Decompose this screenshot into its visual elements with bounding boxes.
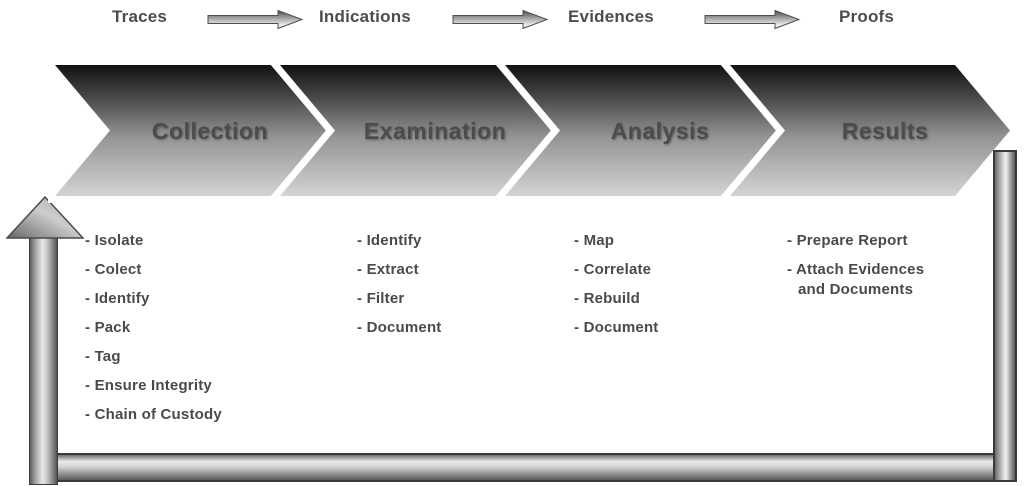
list-item: - Pack	[85, 319, 131, 336]
stage-label-collection: Collection	[151, 118, 269, 144]
task-list-collection: - Isolate - Colect - Identify - Pack - T…	[85, 231, 285, 434]
flow-label-traces: Traces	[112, 7, 168, 26]
list-item: - Filter	[357, 290, 405, 307]
list-item: - Prepare Report	[787, 232, 908, 249]
list-item: - Colect	[85, 261, 142, 278]
list-item: - Document	[574, 319, 659, 336]
stage-label-analysis: Analysis	[610, 118, 710, 144]
flow-label-evidences: Evidences	[568, 7, 654, 26]
list-item: - Identify	[85, 290, 150, 307]
chevron-results	[714, 58, 1020, 203]
feedback-pipe-bottom	[55, 453, 1016, 482]
task-list-analysis: - Map - Correlate - Rebuild - Document	[574, 231, 754, 347]
task-list-results: - Prepare Report - Attach Evidences and …	[787, 231, 943, 309]
list-item: - Chain of Custody	[85, 406, 222, 423]
list-item: - Ensure Integrity	[85, 377, 212, 394]
list-item: - Isolate	[85, 232, 144, 249]
flow-arrow-icon	[452, 9, 549, 30]
feedback-pipe-right	[993, 150, 1017, 482]
list-item: - Identify	[357, 232, 422, 249]
flow-arrow-icon	[704, 9, 801, 30]
feedback-arrow-shaft	[29, 237, 58, 485]
list-item: - Attach Evidences and Documents	[787, 261, 925, 298]
stage-label-examination: Examination	[363, 118, 507, 144]
list-item: - Tag	[85, 348, 121, 365]
list-item: - Extract	[357, 261, 419, 278]
process-chevron-band	[48, 58, 1020, 203]
list-item: - Document	[357, 319, 442, 336]
list-item: - Rebuild	[574, 290, 640, 307]
flow-label-proofs: Proofs	[839, 7, 895, 26]
flow-arrow-icon	[207, 9, 304, 30]
list-item: - Correlate	[574, 261, 652, 278]
list-item: - Map	[574, 232, 615, 249]
stage-label-results: Results	[841, 118, 929, 144]
flow-label-indications: Indications	[319, 7, 411, 26]
feedback-up-arrow-icon	[6, 196, 84, 239]
task-list-examination: - Identify - Extract - Filter - Document	[357, 231, 537, 347]
